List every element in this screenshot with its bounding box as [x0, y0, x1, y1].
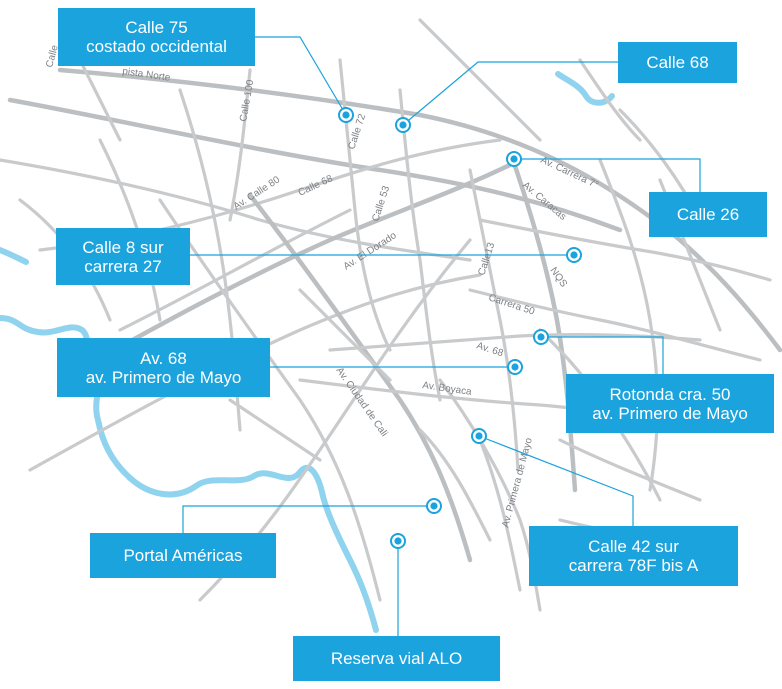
pin-rotonda[interactable] — [533, 329, 549, 345]
callout-reserva-vial[interactable]: Reserva vial ALO — [293, 636, 500, 681]
label-av-68: Av. 68 — [475, 340, 505, 359]
leader-calle-75 — [255, 36, 347, 116]
callout-calle-75[interactable]: Calle 75 costado occidental — [58, 8, 255, 66]
pin-calle-8-sur[interactable] — [566, 247, 582, 263]
callout-calle-68[interactable]: Calle 68 — [618, 42, 737, 83]
label-av-el-dorado: Av. El Dorado — [342, 230, 399, 273]
callout-calle-42-sur-line-1: Calle 42 sur — [588, 537, 679, 556]
pin-av-68[interactable] — [507, 359, 523, 375]
leader-rotonda — [541, 336, 664, 374]
callout-calle-42-sur[interactable]: Calle 42 sur carrera 78F bis A — [529, 526, 738, 586]
label-calle-13: Calle13 — [476, 241, 497, 277]
callout-av-68-line-1: Av. 68 — [140, 348, 187, 368]
road-network — [0, 18, 782, 612]
callout-calle-8-sur-line-2: carrera 27 — [84, 256, 162, 276]
callout-rotonda[interactable]: Rotonda cra. 50 av. Primero de Mayo — [566, 374, 774, 433]
pin-reserva-vial[interactable] — [390, 533, 406, 549]
location-pins — [338, 107, 582, 549]
label-autopista-norte: pista Norte — [122, 66, 172, 84]
callout-rotonda-line-1: Rotonda cra. 50 — [609, 384, 731, 404]
label-calle-68: Calle 68 — [297, 173, 335, 199]
leader-lines — [182, 36, 701, 636]
callout-av-68-line-2: av. Primero de Mayo — [85, 367, 242, 387]
callout-portal-americas[interactable]: Portal Américas — [90, 533, 276, 578]
callout-calle-26[interactable]: Calle 26 — [649, 192, 767, 237]
callout-calle-26-line-1: Calle 26 — [676, 205, 740, 224]
callout-reserva-vial-line-1: Reserva vial ALO — [330, 649, 463, 668]
label-calle-100: Calle 100 — [238, 79, 256, 123]
callout-calle-8-sur-line-1: Calle 8 sur — [82, 237, 164, 257]
leader-calle-42-sur — [478, 435, 634, 526]
callout-calle-8-sur[interactable]: Calle 8 sur carrera 27 — [56, 228, 190, 285]
pin-calle-42-sur[interactable] — [471, 428, 487, 444]
callout-calle-75-line-2: costado occidental — [86, 37, 227, 56]
leader-calle-26 — [514, 158, 701, 192]
label-carrera-50: Carrera 50 — [487, 292, 536, 317]
callout-calle-42-sur-line-2: carrera 78F bis A — [568, 556, 699, 575]
leader-calle-68 — [402, 61, 618, 126]
callout-rotonda-line-2: av. Primero de Mayo — [592, 403, 748, 423]
rivers — [0, 71, 615, 633]
pin-calle-75[interactable] — [338, 107, 354, 123]
pin-calle-68[interactable] — [395, 117, 411, 133]
leader-portal-americas — [182, 505, 434, 533]
callout-av-68[interactable]: Av. 68 av. Primero de Mayo — [57, 338, 270, 397]
pin-portal-americas[interactable] — [426, 498, 442, 514]
callout-calle-75-line-1: Calle 75 — [125, 18, 188, 37]
callout-portal-americas-line-1: Portal Américas — [123, 546, 243, 565]
callout-calle-68-line-1: Calle 68 — [646, 53, 709, 72]
pin-calle-26[interactable] — [506, 151, 522, 167]
label-av-carrera-7: Av. Carrera 7° — [539, 155, 600, 191]
